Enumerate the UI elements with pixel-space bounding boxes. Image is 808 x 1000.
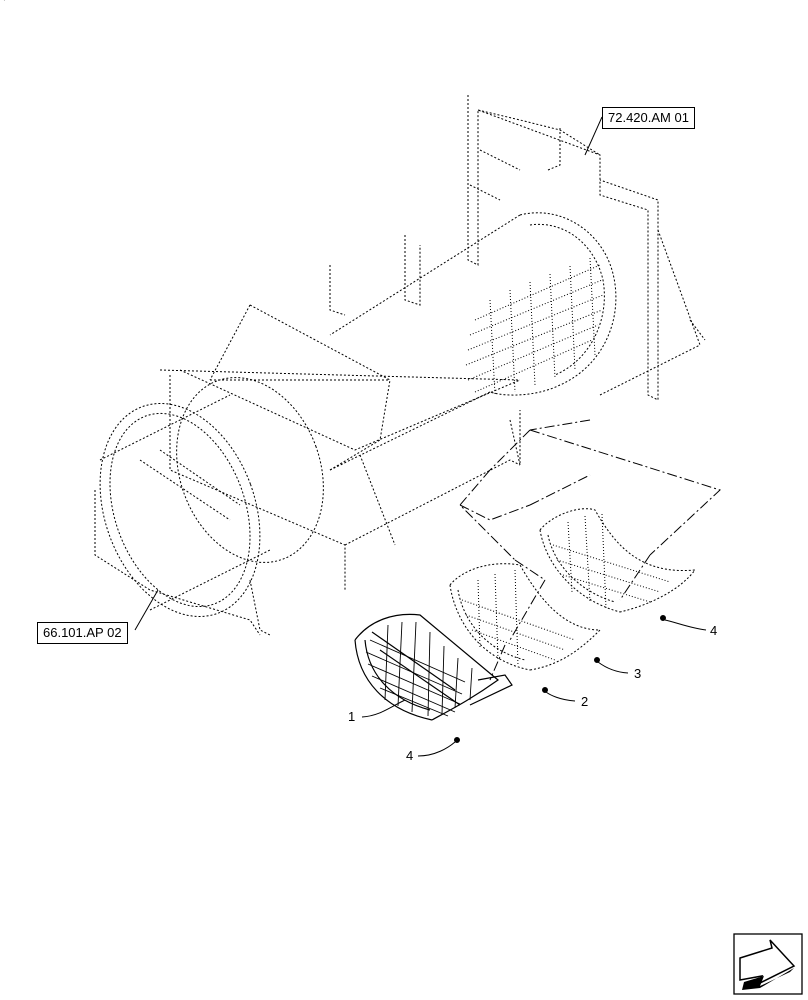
next-page-arrow-icon-frame	[733, 933, 803, 995]
cage-grid	[465, 257, 604, 396]
install-outline-2	[489, 419, 721, 681]
rotor-cage	[209, 212, 617, 471]
callout-4-right: 4	[710, 623, 718, 638]
callout-2: 2	[581, 694, 589, 709]
drive-rod	[359, 454, 396, 546]
concave-part-3	[539, 508, 697, 613]
leader-lines	[134, 116, 707, 757]
callout-4-lower: 4	[406, 748, 414, 763]
rear-mounting-plate	[467, 95, 659, 401]
front-ring	[94, 377, 324, 636]
callout-1: 1	[348, 709, 356, 724]
callout-3: 3	[634, 666, 642, 681]
concave-part-2	[449, 563, 602, 671]
install-outline-1	[459, 469, 591, 581]
corner-mark: `	[3, 0, 6, 7]
reference-box-upper: 72.420.AM 01	[602, 107, 695, 129]
next-page-arrow-icon[interactable]	[734, 934, 802, 994]
frame-rails	[159, 229, 706, 590]
concave-part-1	[354, 613, 513, 721]
reference-box-lower: 66.101.AP 02	[37, 622, 128, 644]
fasteners	[454, 615, 666, 743]
